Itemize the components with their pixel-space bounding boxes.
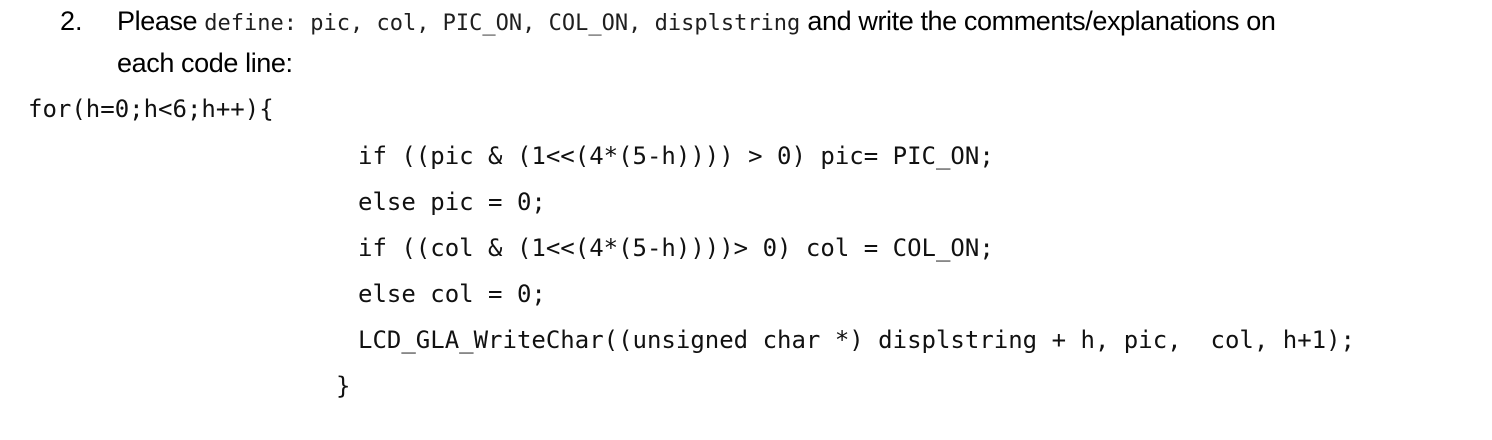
define-inline-code: define: pic, col, PIC_ON, COL_ON, displs… [204, 11, 801, 36]
code-line-if-col: if ((col & (1<<(4*(5-h))))> 0) col = COL… [358, 234, 994, 262]
code-line-else-pic: else pic = 0; [358, 188, 546, 216]
code-line-else-col: else col = 0; [358, 280, 546, 308]
question-suffix: and write the comments/explanations on [800, 6, 1276, 36]
question-prefix: Please [117, 6, 205, 36]
code-line-if-pic: if ((pic & (1<<(4*(5-h)))) > 0) pic= PIC… [358, 142, 994, 170]
code-line-write-char: LCD_GLA_WriteChar((unsigned char *) disp… [358, 326, 1355, 354]
question-line-1: Please define: pic, col, PIC_ON, COL_ON,… [117, 0, 1487, 42]
question-line-2: each code line: [117, 48, 293, 78]
code-line-for-loop: for(h=0;h<6;h++){ [28, 95, 274, 123]
question-number: 2. [60, 6, 83, 36]
question-text: Please define: pic, col, PIC_ON, COL_ON,… [117, 0, 1487, 84]
code-line-close-brace: } [336, 372, 351, 400]
